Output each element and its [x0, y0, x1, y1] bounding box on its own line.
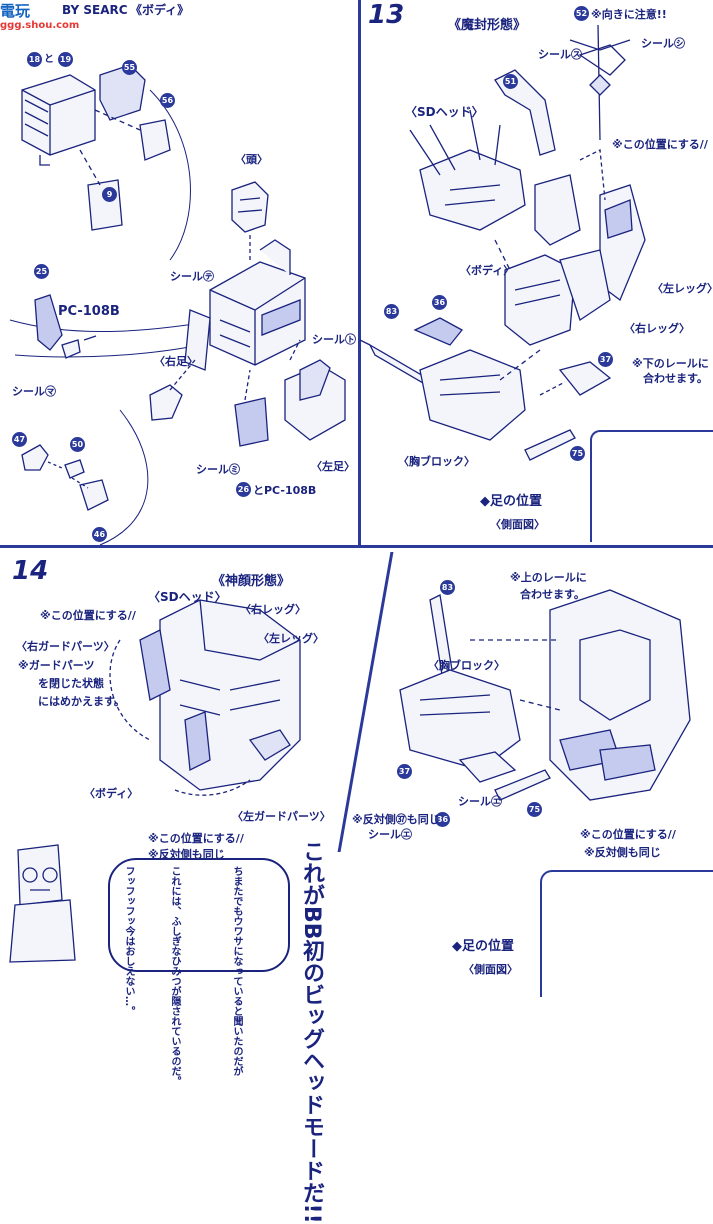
side-view-box-13	[590, 430, 713, 542]
badge-18: 18	[27, 52, 42, 67]
label-left-leg-13: 〈左レッグ〉	[652, 282, 713, 295]
label-side-view-14: 〈側面図〉	[463, 963, 518, 976]
speech-bubble	[108, 858, 290, 972]
label-chest-block-13: 〈胸ブロック〉	[398, 455, 475, 468]
label-rail-note-2: 合わせます。	[643, 372, 708, 385]
label-right-leg-13: 〈右レッグ〉	[624, 322, 690, 335]
logo-main: 電玩	[0, 2, 31, 20]
label-sd-head-13: 〈SDヘッド〉	[405, 105, 484, 119]
label-seal-e: シール㋓	[458, 795, 502, 808]
badge-51: 51	[503, 74, 518, 89]
big-head-mode-text: これがBB初のビッグヘッドモードだ!!	[299, 840, 324, 1224]
label-seal-to: シール㋣	[312, 333, 356, 346]
badge-36-b: 36	[435, 812, 450, 827]
label-seal-shi: シール㋛	[641, 37, 685, 50]
label-opposite-37: ※反対側㊲も同じ	[352, 813, 440, 826]
label-rail-upper-2: 合わせます。	[520, 588, 585, 601]
label-right-guard: 〈右ガードパーツ〉	[16, 640, 115, 653]
label-26-pc108b: とPC-108B	[253, 484, 317, 497]
horizontal-divider	[0, 545, 713, 548]
label-seal-ma: シール㋮	[12, 385, 56, 398]
badge-56: 56	[160, 93, 175, 108]
badge-83-a: 83	[384, 304, 399, 319]
label-pc108b: PC-108B	[58, 304, 120, 319]
step-14-number: 14	[12, 556, 49, 586]
label-right-leg-14: 〈右レッグ〉	[240, 603, 306, 616]
label-guard-note-3: にはめかえます。	[38, 695, 125, 708]
badge-55: 55	[122, 60, 137, 75]
badge-46: 46	[92, 527, 107, 542]
badge-37-a: 37	[598, 352, 613, 367]
label-left-leg-14: 〈左レッグ〉	[258, 632, 324, 645]
step-14-title: 《神顔形態》	[212, 574, 291, 589]
step-13-title: 《魔封形態》	[448, 18, 527, 33]
bubble-line-2: これには、ふしぎなひみつが隠されているのだ。	[169, 866, 180, 1086]
badge-19: 19	[58, 52, 73, 67]
step-13-number: 13	[368, 0, 405, 30]
line-art-drawings	[9, 24, 691, 963]
badge-52: 52	[574, 6, 589, 21]
character-illustration	[8, 845, 78, 965]
badge-36-a: 36	[432, 295, 447, 310]
badge-37-b: 37	[397, 764, 412, 779]
label-foot-position-13: ◆足の位置	[480, 494, 542, 509]
badge-9: 9	[102, 187, 117, 202]
label-and: と	[44, 54, 54, 65]
label-seal-su: シール㋜	[538, 48, 582, 61]
site-logo: 電玩 ggg.shou.com	[0, 0, 79, 31]
label-right-foot: 〈右足〉	[154, 355, 198, 368]
label-seal-e2: シール㋓	[368, 828, 412, 841]
bubble-line-1: ちまたでもウワサになっていると聞いたのだが	[228, 866, 244, 1076]
label-left-foot: 〈左足〉	[311, 460, 355, 473]
label-side-view-13: 〈側面図〉	[490, 518, 545, 531]
label-rail-note-1: ※下のレールに	[632, 357, 709, 370]
label-this-position-13: ※この位置にする//	[612, 138, 708, 151]
label-opposite-same-2: ※反対側も同じ	[584, 846, 661, 859]
label-body-14: 〈ボディ〉	[84, 787, 139, 800]
bubble-line-3: フッフッフッ今はおしえない…。	[123, 866, 134, 1016]
label-this-position-14: ※この位置にする//	[40, 609, 136, 622]
label-guard-note-1: ※ガードパーツ	[18, 659, 95, 672]
body-title: 《ボディ》	[130, 3, 190, 17]
vertical-divider-top	[358, 0, 361, 545]
header-text: BY SEARC	[62, 3, 128, 17]
label-this-position-14b: ※この位置にする//	[148, 832, 244, 845]
badge-75-a: 75	[570, 446, 585, 461]
label-rail-upper-1: ※上のレールに	[510, 571, 587, 584]
badge-83-b: 83	[440, 580, 455, 595]
label-body-13: 〈ボディ〉	[460, 264, 515, 277]
side-view-box-14	[540, 870, 713, 997]
label-seal-mi: シール㋯	[196, 463, 240, 476]
label-seal-te: シール㋢	[170, 270, 214, 283]
badge-50: 50	[70, 437, 85, 452]
badge-47: 47	[12, 432, 27, 447]
badge-25: 25	[34, 264, 49, 279]
logo-sub: ggg.shou.com	[0, 20, 80, 31]
badge-26: 26	[236, 482, 251, 497]
label-head: 〈頭〉	[235, 153, 268, 166]
label-sd-head-14: 〈SDヘッド〉	[148, 590, 227, 604]
label-foot-position-14: ◆足の位置	[452, 939, 514, 954]
badge-75-b: 75	[527, 802, 542, 817]
label-caution: ※向きに注意!!	[591, 8, 667, 21]
label-guard-note-2: を閉じた状態	[38, 677, 104, 690]
label-this-position-14c: ※この位置にする//	[580, 828, 676, 841]
label-left-guard: 〈左ガードパーツ〉	[232, 810, 331, 823]
label-opposite-same: ※反対側も同じ	[148, 848, 225, 861]
label-chest-block-14: 〈胸ブロック〉	[428, 659, 505, 672]
